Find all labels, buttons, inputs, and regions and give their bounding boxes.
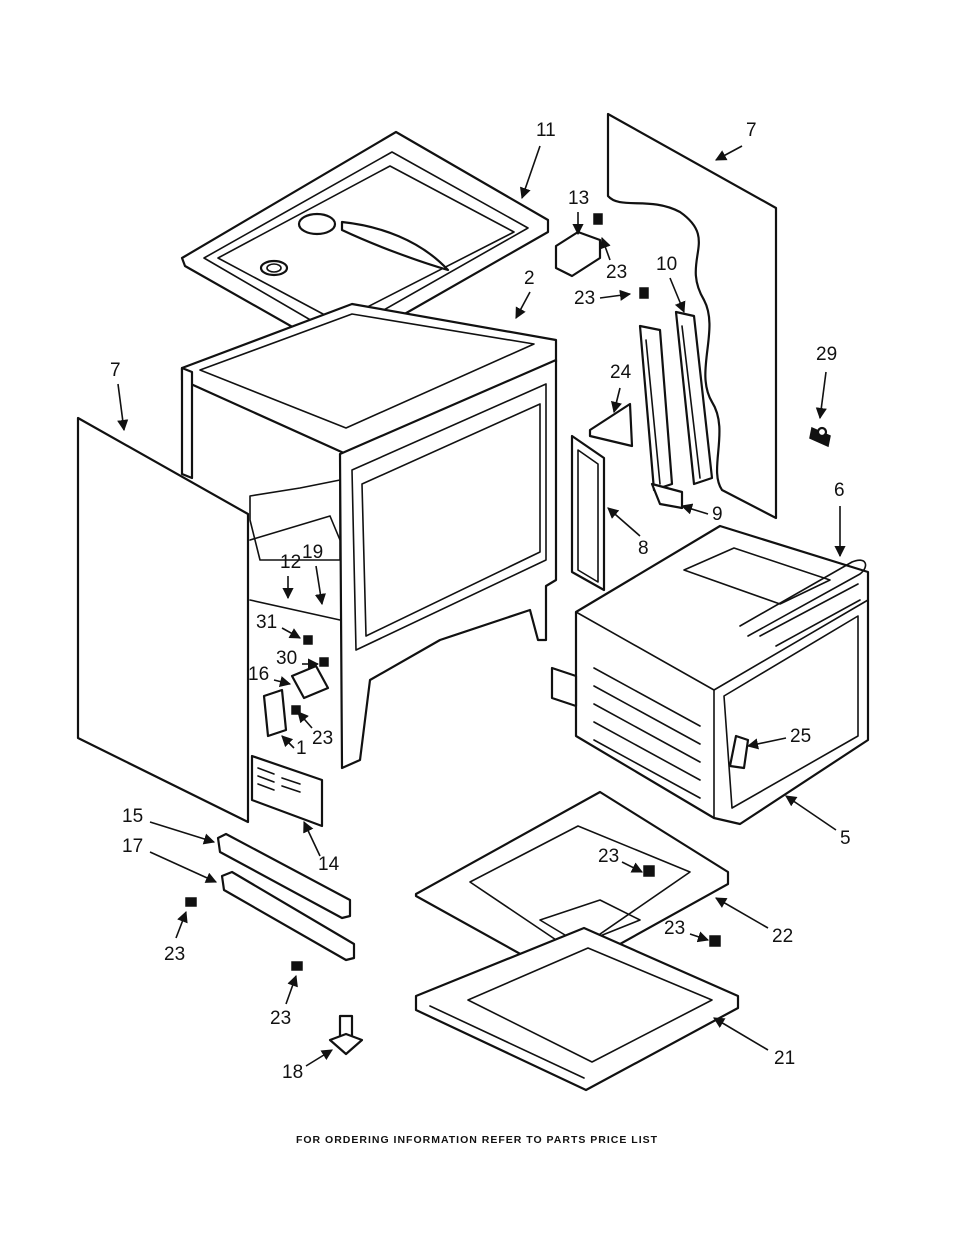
part-switch-1	[264, 690, 286, 736]
callout-label: 7	[746, 120, 757, 141]
callout-label: 23	[598, 846, 619, 867]
callout-label: 22	[772, 926, 793, 947]
callout-label: 19	[302, 542, 323, 563]
callout-label: 21	[774, 1048, 795, 1069]
callout-label: 16	[248, 664, 269, 685]
part-rail-8	[572, 436, 604, 590]
callout-label: 25	[790, 726, 811, 747]
callout-label: 23	[574, 288, 595, 309]
part-bracket-13	[556, 232, 600, 276]
callout-label: 13	[568, 188, 589, 209]
part-box-14	[252, 756, 322, 826]
callout-label: 23	[270, 1008, 291, 1029]
callout-label: 2	[524, 268, 535, 289]
callout-label: 31	[256, 612, 277, 633]
callout-label: 23	[312, 728, 333, 749]
part-leveling-leg-18	[330, 1016, 362, 1054]
callout-label: 9	[712, 504, 723, 525]
part-left-side-panel	[78, 418, 248, 822]
callout-label: 24	[610, 362, 632, 383]
footer-note: FOR ORDERING INFORMATION REFER TO PARTS …	[0, 1134, 954, 1146]
callout-label: 29	[816, 344, 837, 365]
callout-label: 15	[122, 806, 143, 827]
callout-label: 11	[536, 120, 556, 141]
part-control-16	[292, 666, 328, 698]
callout-label: 30	[276, 648, 297, 669]
callout-label: 14	[318, 854, 340, 875]
callout-label: 7	[110, 360, 121, 381]
callout-label: 10	[656, 254, 677, 275]
callout-label: 12	[280, 552, 301, 573]
part-fitting-29	[810, 428, 830, 446]
part-24	[590, 404, 632, 446]
callout-label: 23	[164, 944, 185, 965]
callout-label: 17	[122, 836, 143, 857]
callout-label: 23	[664, 918, 685, 939]
callout-label: 1	[296, 738, 307, 759]
callout-label: 8	[638, 538, 649, 559]
callout-label: 18	[282, 1062, 303, 1083]
part-lower-tray	[416, 928, 738, 1090]
part-channel-10	[640, 312, 712, 508]
callout-label: 6	[834, 480, 845, 501]
callout-label: 23	[606, 262, 627, 283]
callout-label: 5	[840, 828, 851, 849]
